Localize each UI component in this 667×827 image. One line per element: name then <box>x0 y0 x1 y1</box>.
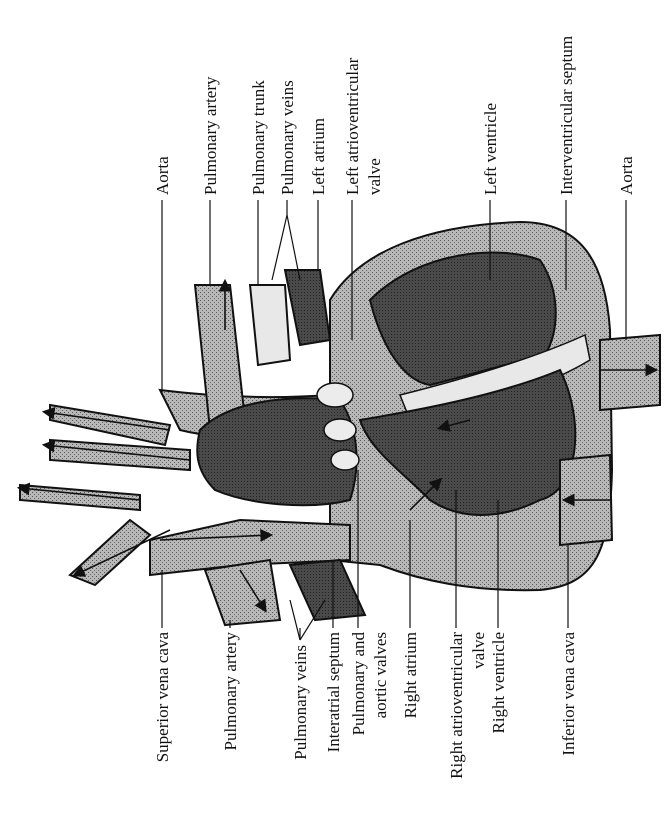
right-ventricle-chamber <box>358 368 577 516</box>
svc-branch-4 <box>49 403 172 447</box>
flow-arrow-branch3 <box>41 439 191 461</box>
flow-arrow-branch2 <box>16 482 141 501</box>
label-left-ventricle: Left ventricle <box>481 103 500 195</box>
label-left-av-valve-1: Left atrioventricular <box>343 57 362 195</box>
top-labels: Aorta Pulmonary artery Pulmonary trunk P… <box>153 36 636 395</box>
pulmonary-veins-bottom <box>288 558 367 622</box>
label-pulmonary-trunk: Pulmonary trunk <box>249 80 268 195</box>
label-right-av-valve-1: Right atrioventricular <box>447 632 466 779</box>
pulmonary-valve <box>323 418 357 442</box>
pulmonary-veins-top <box>283 269 332 347</box>
label-interatrial-septum: Interatrial septum <box>324 632 343 752</box>
flow-arrow-svc-to-ra <box>159 529 274 542</box>
label-pulmonary-artery-top: Pulmonary artery <box>201 76 220 195</box>
label-right-atrium: Right atrium <box>401 632 420 718</box>
label-right-ventricle: Right ventricle <box>489 632 508 734</box>
label-left-atrium: Left atrium <box>309 118 328 195</box>
flow-arrow-pulm-bottom <box>239 569 267 613</box>
label-inferior-vena-cava: Inferior vena cava <box>559 632 578 756</box>
label-left-av-valve-2: valve <box>365 158 384 195</box>
pulmonary-trunk-tube <box>248 284 292 367</box>
flow-arrow-lv <box>436 419 471 432</box>
label-aorta-right: Aorta <box>617 156 636 195</box>
heart-illustration <box>16 220 661 627</box>
pulmonary-artery-bottom <box>203 558 282 627</box>
label-interventricular-septum: Interventricular septum <box>557 36 576 195</box>
superior-vena-cava-vessel <box>149 518 351 577</box>
flow-arrow-branch4 <box>41 407 171 431</box>
aortic-valve <box>316 382 354 408</box>
svc-branch-1 <box>68 518 152 587</box>
svc-branch-3 <box>49 438 191 472</box>
label-pulm-aortic-valves-1: Pulmonary and <box>349 632 368 736</box>
blood-flow-arrows <box>16 278 659 613</box>
flow-arrow-svc-up <box>72 529 171 577</box>
label-pulmonary-artery-bottom: Pulmonary artery <box>221 632 240 751</box>
atria-body <box>196 397 358 507</box>
label-superior-vena-cava: Superior vena cava <box>153 632 172 763</box>
label-pulm-aortic-valves-2: aortic valves <box>371 632 390 718</box>
aorta-descending <box>599 333 661 412</box>
label-aorta-top: Aorta <box>153 156 172 195</box>
flow-arrow-rv <box>409 477 443 511</box>
tricuspid-valve <box>330 449 360 471</box>
label-pulmonary-veins-top: Pulmonary veins <box>278 80 297 195</box>
label-pulmonary-veins-bottom: Pulmonary veins <box>291 645 310 760</box>
label-right-av-valve-2: valve <box>469 632 488 669</box>
bottom-labels: Superior vena cava Pulmonary artery Pulm… <box>153 470 578 779</box>
